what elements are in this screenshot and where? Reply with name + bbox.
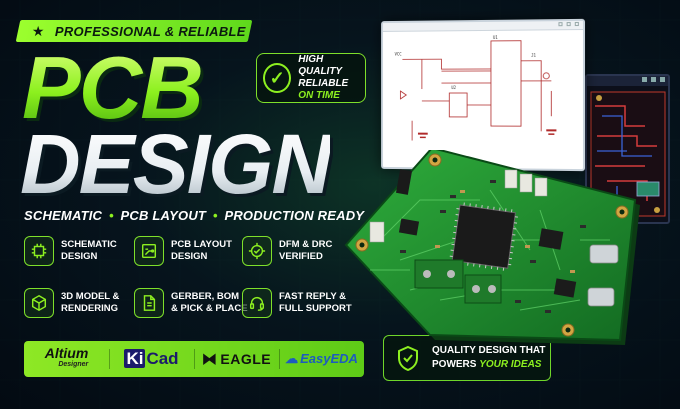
promise-line-2a: POWERS <box>432 359 477 370</box>
feature-gerber-bom: GERBER, BOM & PICK & PLACE <box>134 288 248 318</box>
headset-icon <box>242 288 272 318</box>
maximize-icon <box>651 77 656 82</box>
kicad-rest: Cad <box>146 349 179 368</box>
quality-line-3: ON TIME <box>298 90 340 101</box>
easyeda-name: EasyEDA <box>300 351 358 366</box>
easyeda-logo: ☁EasyEDA <box>279 341 364 377</box>
star-icon: ★ <box>32 22 45 39</box>
eagle-name: EAGLE <box>220 351 272 367</box>
subtitle: SCHEMATIC • PCB LAYOUT • PRODUCTION READ… <box>24 208 364 223</box>
minimize-icon <box>642 77 647 82</box>
verified-gear-icon <box>242 236 272 266</box>
subtitle-separator: • <box>212 208 218 223</box>
feature-label: 3D MODEL & RENDERING <box>61 291 120 314</box>
altium-sub: Designer <box>58 361 89 368</box>
eagle-icon: ⧓ <box>201 351 218 368</box>
feature-label: PCB LAYOUT DESIGN <box>171 239 232 262</box>
subtitle-part: PRODUCTION READY <box>224 208 365 223</box>
promise-line-2b: YOUR IDEAS <box>479 359 542 370</box>
check-circle-icon: ✓ <box>263 63 292 93</box>
feature-label: SCHEMATIC DESIGN <box>61 239 117 262</box>
svg-text:J1: J1 <box>531 53 536 58</box>
maximize-icon <box>566 22 571 27</box>
feature-dfm-drc: DFM & DRC VERIFIED <box>242 236 332 266</box>
minimize-icon <box>558 22 563 27</box>
close-icon <box>660 77 665 82</box>
feature-support: FAST REPLY & FULL SUPPORT <box>242 288 352 318</box>
altium-name: Altium <box>44 345 89 361</box>
shield-check-icon <box>398 345 418 371</box>
window-titlebar <box>587 76 668 86</box>
pcb-layout-icon <box>134 236 164 266</box>
feature-3d-model: 3D MODEL & RENDERING <box>24 288 119 318</box>
cube-icon <box>24 288 54 318</box>
feature-pcb-layout: PCB LAYOUT DESIGN <box>134 236 232 266</box>
subtitle-part: PCB LAYOUT <box>120 208 207 223</box>
quality-line-2: RELIABLE <box>298 78 349 89</box>
feature-label: FAST REPLY & FULL SUPPORT <box>279 291 352 314</box>
subtitle-part: SCHEMATIC <box>24 208 103 223</box>
eagle-logo: ⧓EAGLE <box>194 341 279 377</box>
promise-line-1: QUALITY DESIGN THAT <box>432 345 546 356</box>
feature-label: DFM & DRC VERIFIED <box>279 239 333 262</box>
subtitle-separator: • <box>108 208 114 223</box>
pcb-board-render <box>340 146 680 350</box>
cloud-icon: ☁ <box>285 351 299 366</box>
document-icon <box>134 288 164 318</box>
headline-design: DESIGN <box>20 117 332 211</box>
feature-schematic: SCHEMATIC DESIGN <box>24 236 117 266</box>
feature-label: GERBER, BOM & PICK & PLACE <box>171 291 248 314</box>
quality-line-1: HIGH QUALITY <box>298 54 343 77</box>
kicad-k: Ki <box>124 349 146 368</box>
svg-text:U2: U2 <box>451 85 456 90</box>
ribbon-label: PROFESSIONAL & RELIABLE <box>54 23 246 39</box>
chip-icon <box>24 236 54 266</box>
svg-text:VCC: VCC <box>395 51 403 56</box>
headline-pcb: PCB <box>22 38 204 137</box>
quality-badge: ✓ HIGH QUALITY RELIABLE ON TIME <box>256 53 366 103</box>
promise-badge: QUALITY DESIGN THAT POWERS YOUR IDEAS <box>383 335 551 381</box>
svg-text:U1: U1 <box>493 35 498 40</box>
pcb-layout-render <box>590 91 666 217</box>
close-icon <box>574 21 579 27</box>
